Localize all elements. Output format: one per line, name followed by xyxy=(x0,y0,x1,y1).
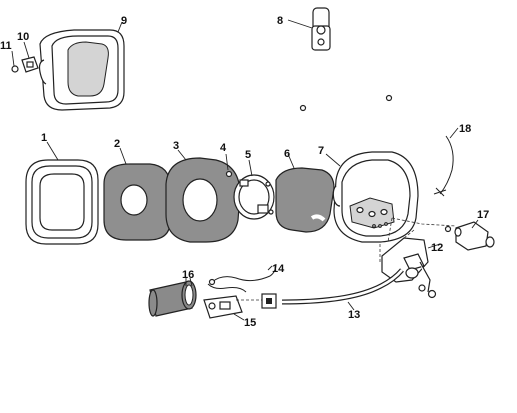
callout-1: 1 xyxy=(41,132,47,144)
callout-10: 10 xyxy=(17,31,29,43)
callout-14: 14 xyxy=(272,263,285,275)
part-2-foam-pad xyxy=(103,147,171,241)
callout-11: 11 xyxy=(0,40,12,52)
callout-3: 3 xyxy=(173,140,179,152)
part-8-headband xyxy=(287,7,395,112)
part-3-foam-ring xyxy=(165,149,241,243)
callout-4: 4 xyxy=(220,142,227,154)
part-11-screw xyxy=(11,50,19,73)
callout-15: 15 xyxy=(244,317,256,329)
part-10-clip xyxy=(21,41,39,73)
part-4-screw xyxy=(225,153,233,178)
callout-6: 6 xyxy=(284,148,290,160)
part-6-cup-liner xyxy=(275,153,335,233)
callout-2: 2 xyxy=(114,138,120,150)
leader-dashed-17 xyxy=(391,217,457,227)
callout-18: 18 xyxy=(459,123,471,135)
part-5-speaker xyxy=(233,159,275,220)
part-15-connector xyxy=(203,293,277,321)
callout-17: 17 xyxy=(477,209,489,221)
part-14-cable xyxy=(207,263,277,293)
callout-9: 9 xyxy=(121,15,127,27)
part-1-ear-seal xyxy=(25,141,99,245)
callout-5: 5 xyxy=(245,149,251,161)
part-17-pivot xyxy=(444,219,495,251)
part-18-wire xyxy=(433,127,459,197)
callout-7: 7 xyxy=(318,145,324,157)
callout-16: 16 xyxy=(182,269,194,281)
part-9-ear-cushion xyxy=(38,21,125,111)
part-7-ear-cup xyxy=(325,151,419,243)
callout-8: 8 xyxy=(277,15,283,27)
part-12-boom-mount xyxy=(379,217,441,299)
part-13-boom-arm xyxy=(281,268,404,311)
callout-12: 12 xyxy=(431,242,443,254)
part-16-windscreen xyxy=(148,277,197,317)
callout-13: 13 xyxy=(348,309,360,321)
